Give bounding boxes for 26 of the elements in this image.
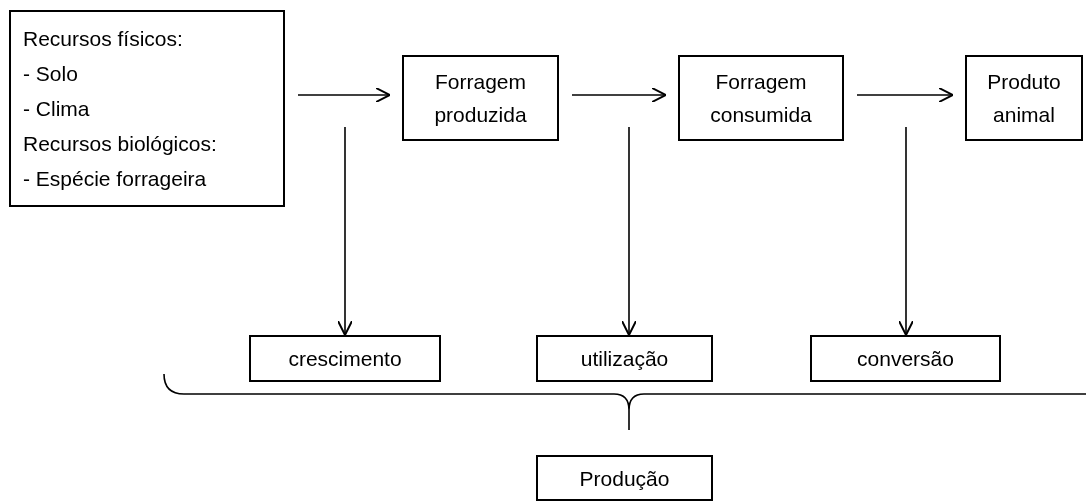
process-box (536, 455, 713, 501)
box-text: Forragem produzida (433, 69, 528, 128)
box-text: Forragem consumida (709, 69, 813, 128)
box-text: Produção (579, 465, 670, 492)
arrow (297, 87, 391, 103)
process-box (678, 55, 844, 141)
process-box (536, 335, 713, 382)
box-text: conversão (857, 346, 954, 372)
box-text: - Espécie forrageira (23, 166, 207, 192)
process-box (249, 335, 441, 382)
process-box (810, 335, 1001, 382)
arrow (621, 126, 637, 336)
box-text: Produto animal (986, 69, 1062, 128)
box-text: Recursos físicos: (23, 26, 183, 52)
arrow (571, 87, 667, 103)
arrow (856, 87, 954, 103)
box-text: utilização (580, 346, 669, 372)
arrow (337, 126, 353, 336)
process-box (402, 55, 559, 141)
process-box (965, 55, 1083, 141)
box-text: crescimento (288, 346, 402, 372)
box-text: - Clima (23, 96, 90, 122)
box-text: - Solo (23, 61, 78, 87)
arrow (898, 126, 914, 336)
box-text: Recursos biológicos: (23, 131, 217, 157)
process-box (9, 10, 285, 207)
